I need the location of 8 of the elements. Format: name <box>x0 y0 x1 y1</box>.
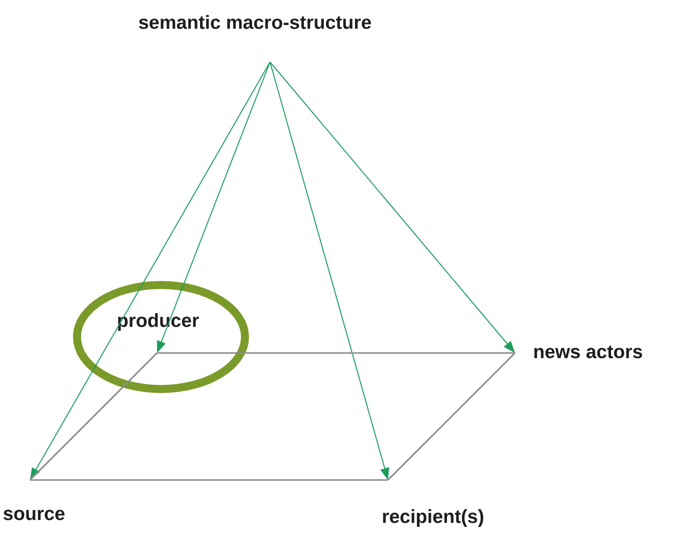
corner-label: semantic macro-structure <box>139 15 371 29</box>
base-line <box>387 352 516 481</box>
corner-label: source <box>4 510 64 520</box>
base-line <box>30 479 388 481</box>
base-line <box>157 352 515 354</box>
corner-label: recipient(s) <box>383 509 484 527</box>
base-line <box>29 352 158 481</box>
corner-label: news actors <box>534 346 642 358</box>
